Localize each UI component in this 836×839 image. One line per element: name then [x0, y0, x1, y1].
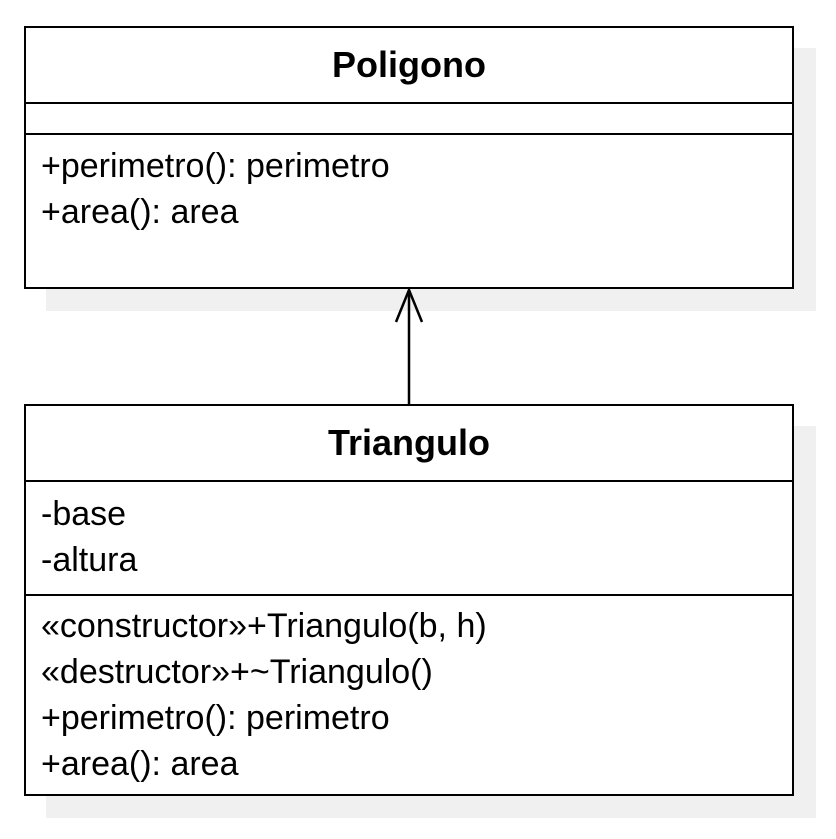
class-name: Triangulo	[26, 406, 792, 482]
operation-destructor: «destructor»+~Triangulo()	[41, 653, 433, 691]
operation-perimetro: +perimetro(): perimetro	[41, 699, 390, 737]
class-name: Poligono	[26, 28, 792, 104]
operation-area: +area(): area	[41, 193, 239, 231]
attribute-base: -base	[41, 495, 127, 533]
attributes-compartment	[26, 104, 792, 135]
operation-constructor: «constructor»+Triangulo(b, h)	[41, 607, 487, 645]
operations-compartment: +perimetro(): perimetro +area(): area	[26, 135, 792, 287]
operations-compartment: «constructor»+Triangulo(b, h) «destructo…	[26, 596, 792, 794]
operation-area: +area(): area	[41, 745, 239, 783]
attribute-altura: -altura	[41, 541, 138, 579]
class-poligono[interactable]: Poligono +perimetro(): perimetro +area()…	[24, 26, 794, 289]
attributes-compartment: -base -altura	[26, 482, 792, 596]
operation-perimetro: +perimetro(): perimetro	[41, 147, 390, 185]
class-triangulo[interactable]: Triangulo -base -altura «constructor»+Tr…	[24, 404, 794, 796]
